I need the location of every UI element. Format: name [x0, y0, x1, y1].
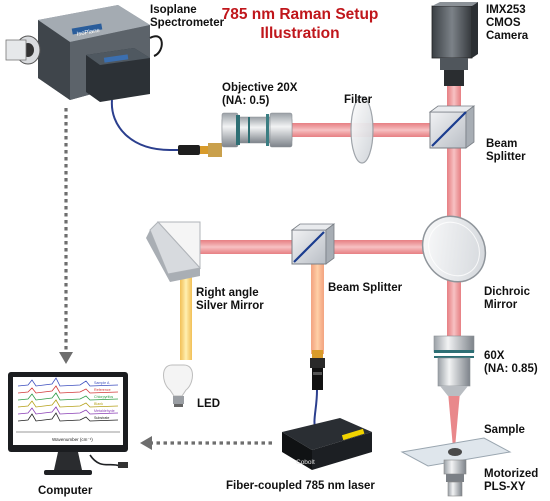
right-angle-mirror — [146, 221, 201, 282]
beam-splitter-top — [428, 105, 476, 149]
monitor-series-4: Metaldehyde — [94, 409, 115, 413]
dichroic-mirror-label: Dichroic Mirror — [484, 286, 531, 311]
filter — [350, 96, 374, 164]
laser-head: Cobolt — [282, 418, 372, 470]
spectrometer-label: Isoplane Spectrometer — [150, 4, 225, 29]
spectrometer-to-computer-arrow — [59, 108, 73, 364]
stage-label: Motorized PLS-XY — [484, 468, 539, 493]
led-label: LED — [197, 398, 220, 410]
title-line-2: Illustration — [260, 25, 340, 42]
objective-60x-label: 60X (NA: 0.85) — [484, 350, 538, 375]
laser-label: Fiber-coupled 785 nm laser — [226, 480, 375, 492]
diagram-title: 785 nm Raman Setup Illustration — [200, 5, 400, 43]
beam-splitter-mid — [290, 223, 336, 265]
monitor-series-3: Blank — [94, 402, 103, 406]
spectrometer: IsoPlane — [5, 5, 163, 102]
cmos-camera — [431, 2, 478, 86]
monitor-series-5: Substrate — [94, 416, 109, 420]
laser-to-computer-arrow — [140, 436, 272, 450]
beam-splitter-mid-label: Beam Splitter — [328, 282, 403, 294]
sample-label: Sample — [484, 424, 525, 436]
beam-splitter-top-label: Beam Splitter — [486, 138, 526, 163]
monitor-series-1: Reference — [94, 388, 111, 392]
laser-brand: Cobolt — [296, 459, 315, 466]
filter-label: Filter — [344, 94, 373, 106]
objective-60x — [433, 335, 475, 396]
led-bulb — [163, 364, 193, 407]
monitor-series-0: Sample A — [94, 381, 110, 385]
right-angle-mirror-label: Right angle Silver Mirror — [196, 287, 264, 312]
computer-monitor: Wavenumber (cm⁻¹) — [8, 372, 128, 475]
camera-label: IMX253 CMOS Camera — [486, 4, 529, 42]
fiber-beam — [311, 254, 324, 354]
monitor-legend: Sample A Reference Chlorpyrifos Blank Me… — [94, 381, 115, 420]
monitor-xlabel: Wavenumber (cm⁻¹) — [52, 437, 93, 442]
title-line-1: 785 nm Raman Setup — [221, 6, 379, 23]
motorized-stage — [443, 459, 467, 497]
objective-20x — [178, 112, 293, 157]
led-beam — [180, 272, 192, 360]
spectrometer-fiber — [110, 99, 185, 151]
monitor-series-2: Chlorpyrifos — [94, 395, 113, 399]
dichroic-mirror — [421, 215, 487, 283]
fiber-connector — [310, 350, 325, 390]
objective-20x-label: Objective 20X (NA: 0.5) — [222, 82, 298, 107]
focus-cone — [448, 392, 460, 448]
sample-slide — [400, 437, 512, 467]
spectrometer-brand: IsoPlane — [76, 28, 101, 38]
computer-label: Computer — [38, 485, 93, 497]
